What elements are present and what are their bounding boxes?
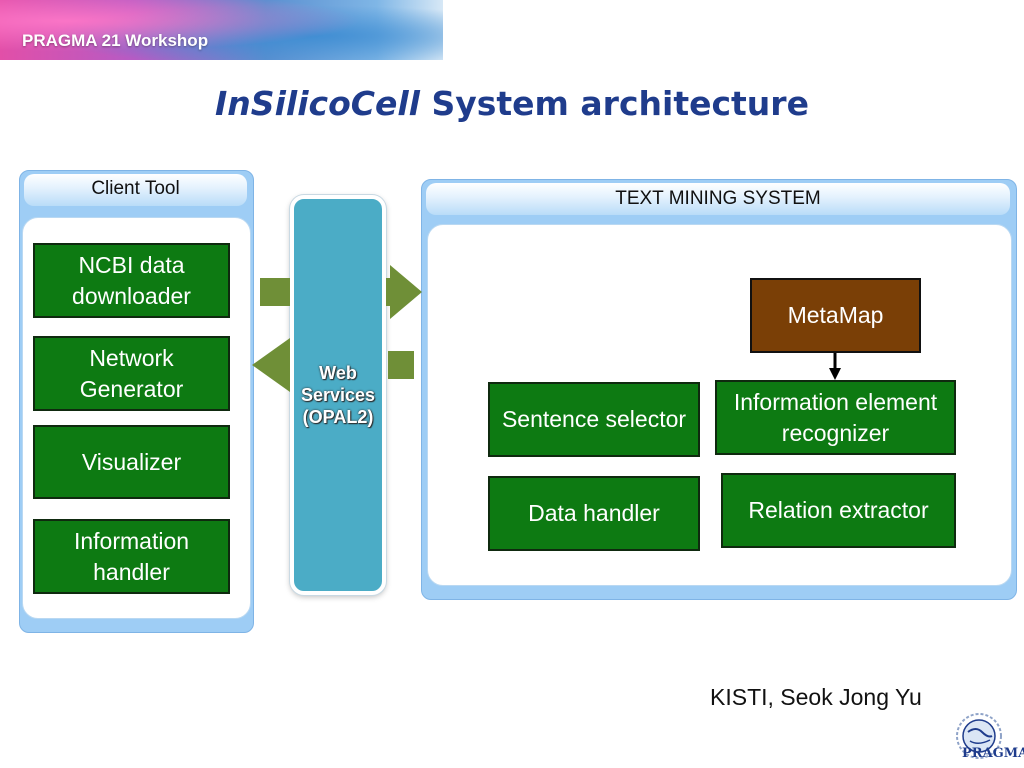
title-italic: InSilicoCell bbox=[215, 84, 420, 123]
web-services-label: Web Services (OPAL2) bbox=[300, 363, 376, 427]
data-handler-box: Data handler bbox=[488, 476, 700, 551]
banner-title: PRAGMA 21 Workshop bbox=[22, 31, 209, 50]
information-handler-box: Information handler bbox=[33, 519, 230, 594]
ncbi-data-downloader-box: NCBI data downloader bbox=[33, 243, 230, 318]
text-mining-header: TEXT MINING SYSTEM bbox=[426, 183, 1010, 215]
pragma-globe-logo-icon bbox=[956, 713, 1002, 759]
client-tool-header: Client Tool bbox=[24, 174, 247, 206]
author-credit: KISTI, Seok Jong Yu bbox=[710, 684, 922, 710]
title-rest: System architecture bbox=[419, 84, 809, 123]
workshop-banner: PRAGMA 21 Workshop bbox=[0, 0, 443, 60]
relation-extractor-box: Relation extractor bbox=[721, 473, 956, 548]
arrow-right-tail-icon bbox=[260, 278, 290, 306]
network-generator-box: Network Generator bbox=[33, 336, 230, 411]
sentence-selector-box: Sentence selector bbox=[488, 382, 700, 457]
web-services-column bbox=[290, 195, 386, 595]
slide-title: InSilicoCell System architecture bbox=[0, 84, 1024, 123]
pragma-logo-text: PRAGMA bbox=[962, 746, 1024, 761]
information-element-recognizer-box: Information element recognizer bbox=[715, 380, 956, 455]
visualizer-box: Visualizer bbox=[33, 425, 230, 499]
metamap-box: MetaMap bbox=[750, 278, 921, 353]
arrow-left-head-icon bbox=[252, 338, 290, 392]
arrow-left-tail-icon bbox=[388, 351, 414, 379]
arrow-right-head-icon bbox=[390, 265, 422, 319]
